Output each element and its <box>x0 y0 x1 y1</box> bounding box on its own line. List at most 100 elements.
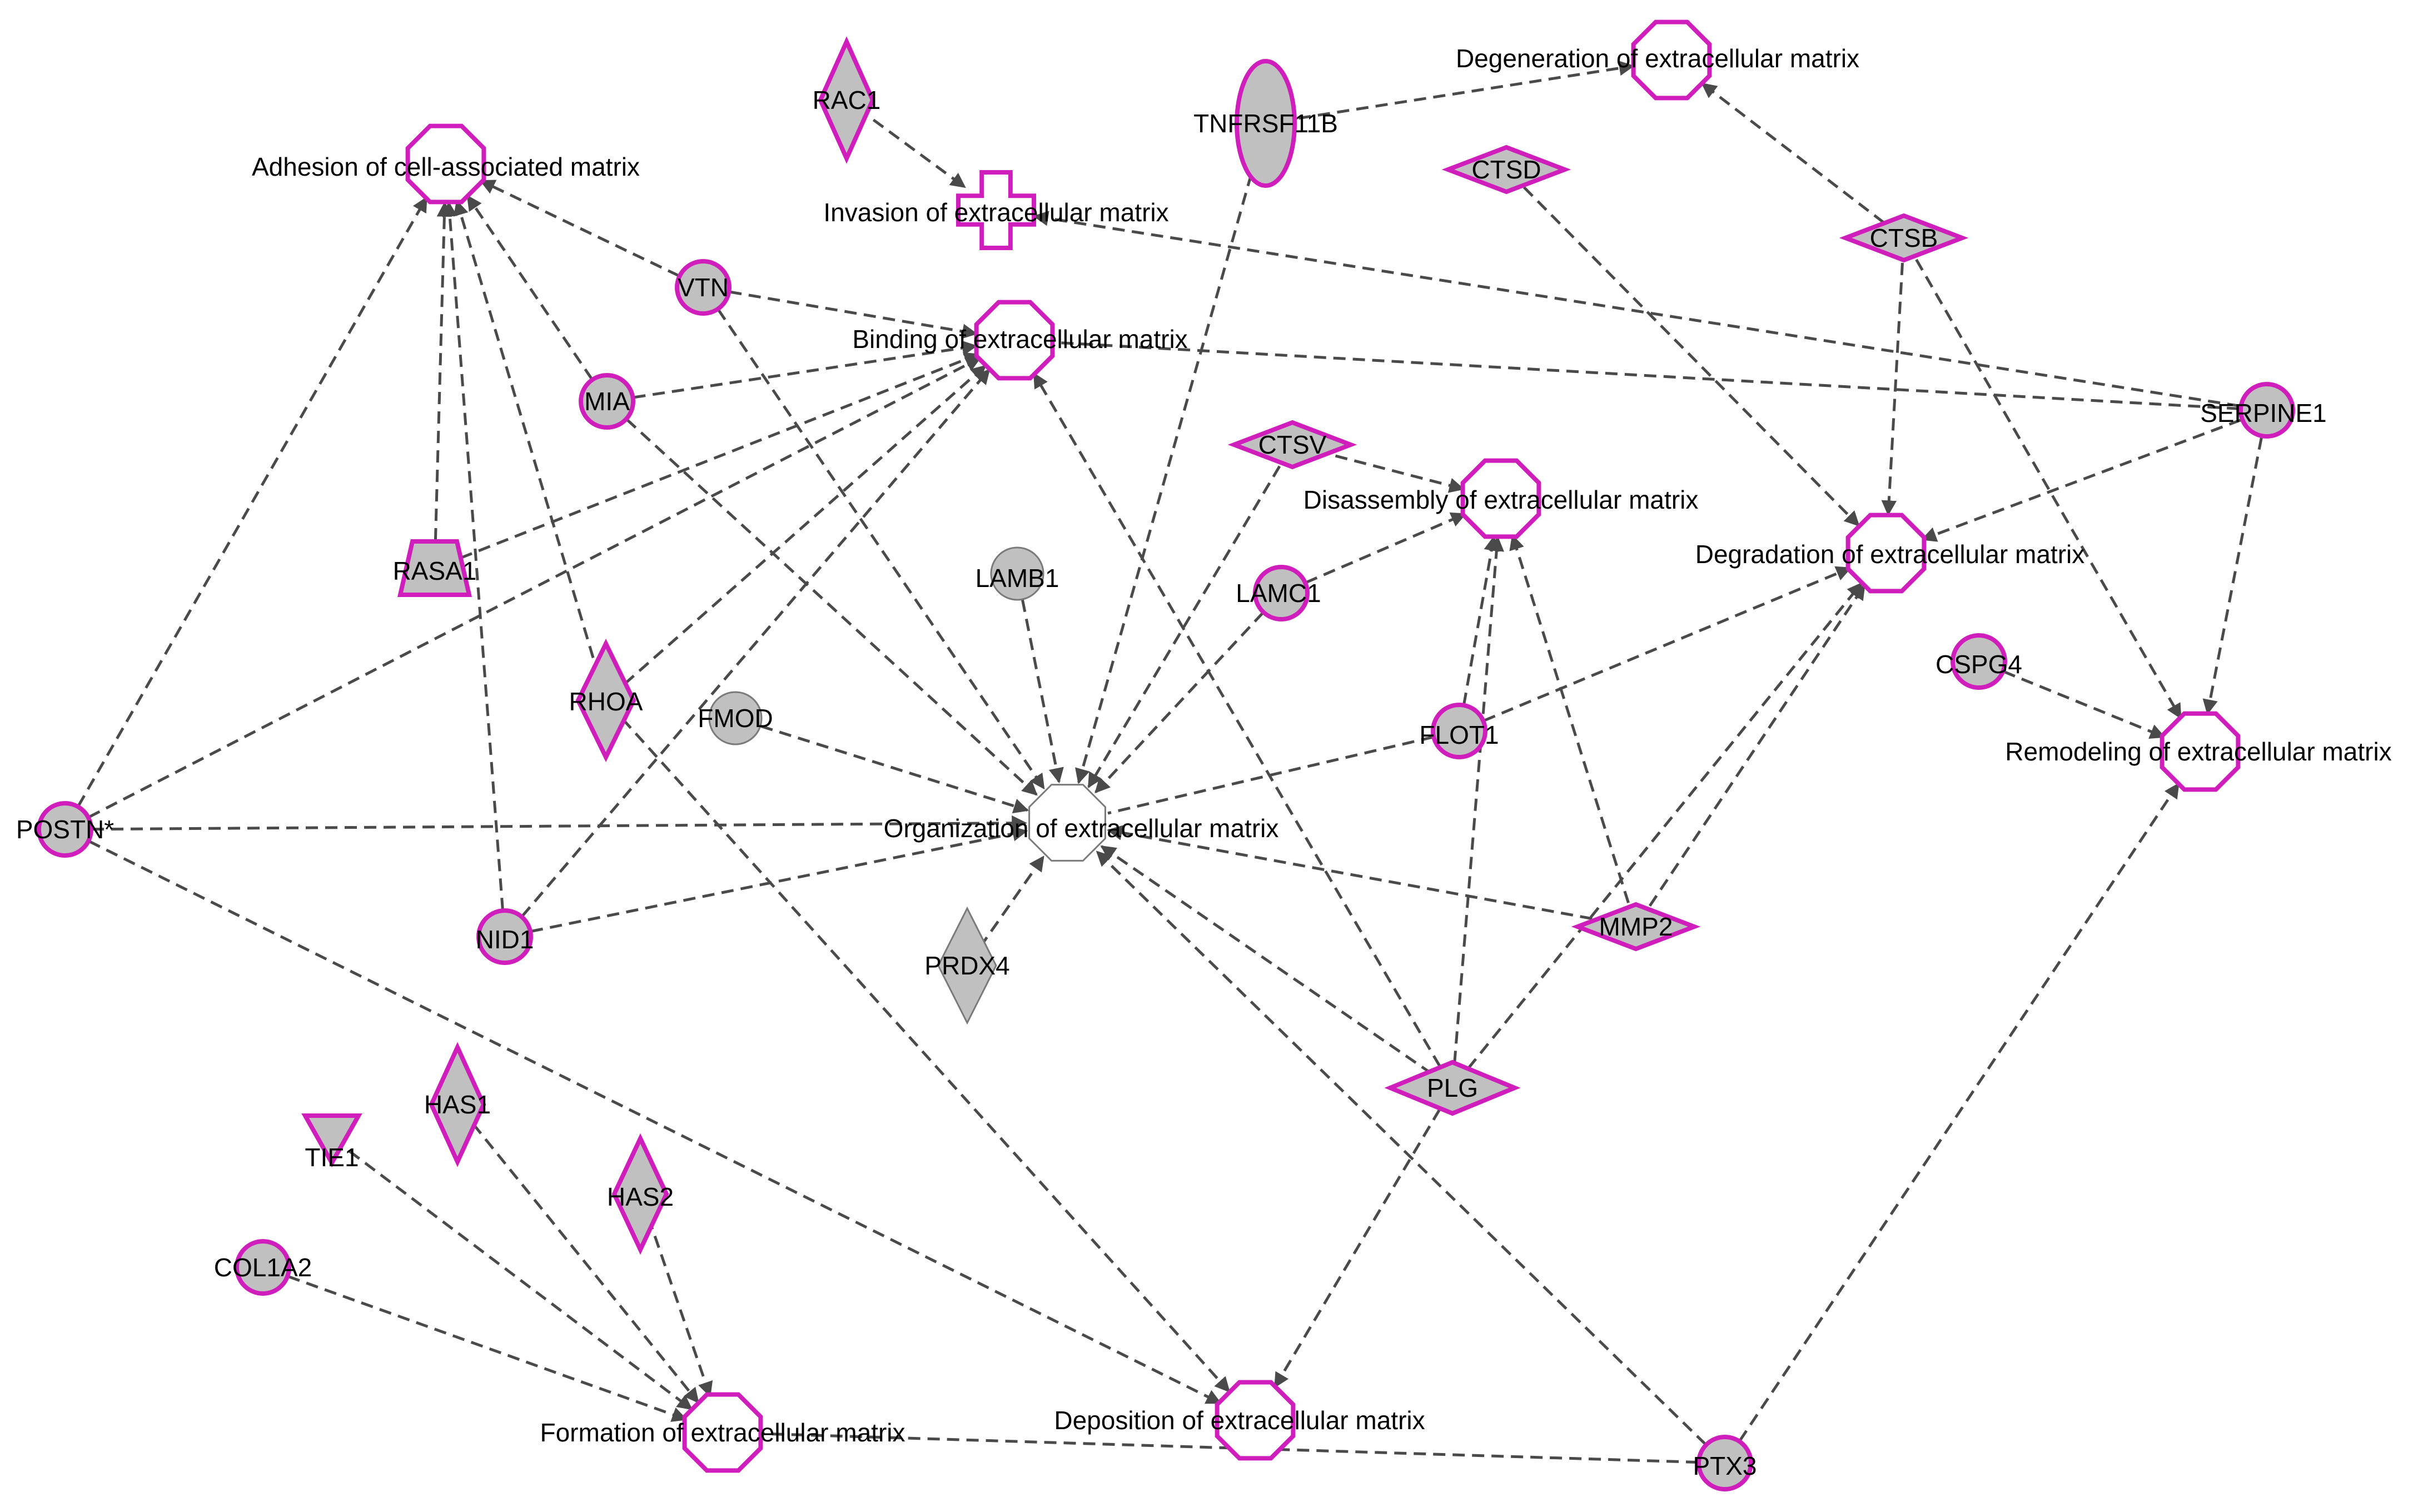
has1-label: HAS1 <box>424 1090 491 1119</box>
edge-rhoa-to-deposition <box>621 718 1230 1393</box>
edge-mia-to-adhesion <box>466 195 594 380</box>
binding-label: Binding of extracellular matrix <box>852 325 1187 354</box>
nid1-node-circle-icon[interactable] <box>476 908 533 965</box>
tnfrsf11b-node-ellipse-icon[interactable] <box>1235 59 1297 188</box>
ctsb-node-diamond-icon[interactable] <box>1839 213 1969 263</box>
remodeling-node-octagon-icon[interactable] <box>2160 711 2241 792</box>
edge-lamb1-to-organization <box>1021 599 1064 784</box>
edge-postn-to-organization <box>91 815 1027 831</box>
edge-mia-to-binding <box>633 340 978 399</box>
mmp2-label: MMP2 <box>1599 912 1673 941</box>
edge-vtn-to-adhesion <box>479 180 680 277</box>
edge-lamc1-to-organization <box>1094 611 1265 794</box>
vtn-label: VTN <box>678 273 729 302</box>
cspg4-label: CSPG4 <box>1936 650 2022 679</box>
has2-node-diamond-icon[interactable] <box>611 1133 669 1255</box>
ctsb-label: CTSB <box>1870 223 1938 252</box>
organization-label: Organization of extracellular matrix <box>884 814 1279 843</box>
ptx3-node-circle-icon[interactable] <box>1696 1435 1753 1491</box>
has2-label: HAS2 <box>607 1182 674 1211</box>
col1a2-node-circle-icon[interactable] <box>235 1239 291 1296</box>
edge-ctsb-to-degeneration <box>1701 82 1885 224</box>
serpine1-label: SERPINE1 <box>2200 399 2327 427</box>
edge-plg-to-degradation <box>1467 582 1863 1070</box>
edge-fmod-to-organization <box>760 725 1029 814</box>
degeneration-label: Degeneration of extracellular matrix <box>1456 44 1859 73</box>
rasa1-label: RASA1 <box>393 556 477 585</box>
postn-label: POSTN* <box>16 815 114 844</box>
edge-ctsd-to-degradation <box>1523 186 1860 527</box>
cspg4-node-circle-icon[interactable] <box>1951 633 2007 690</box>
lamb1-node-circle-icon[interactable] <box>990 546 1044 601</box>
edge-mmp2-to-disassembly <box>1509 534 1630 903</box>
deposition-node-octagon-icon[interactable] <box>1215 1380 1296 1461</box>
edge-vtn-to-binding <box>729 290 978 339</box>
tie1-node-triangle-icon[interactable] <box>301 1113 362 1168</box>
ctsd-node-diamond-icon[interactable] <box>1441 145 1571 195</box>
edge-serpine1-to-invasion <box>1033 211 2240 407</box>
edge-rasa1-to-binding <box>460 352 980 560</box>
edge-flot1-to-degradation <box>1483 566 1852 722</box>
adhesion-node-octagon-icon[interactable] <box>405 123 486 205</box>
prdx4-node-diamond-icon[interactable] <box>937 906 997 1025</box>
serpine1-node-circle-icon[interactable] <box>2238 382 2295 439</box>
degradation-node-octagon-icon[interactable] <box>1845 513 1927 594</box>
plg-node-diamond-icon[interactable] <box>1384 1060 1521 1116</box>
edge-ctsb-to-degradation <box>1881 262 1904 516</box>
edge-has2-to-formation <box>647 1217 713 1397</box>
organization-node-octagon-icon[interactable] <box>1028 784 1106 862</box>
formation-node-octagon-icon[interactable] <box>682 1392 763 1473</box>
edge-plg-to-deposition <box>1273 1108 1441 1389</box>
edge-serpine1-to-binding <box>1053 341 2240 410</box>
edge-plg-to-binding <box>1033 372 1441 1067</box>
rhoa-label: RHOA <box>569 687 643 716</box>
has1-node-diamond-icon[interactable] <box>429 1042 486 1167</box>
vtn-node-circle-icon[interactable] <box>675 259 732 316</box>
remodeling-label: Remodeling of extracellular matrix <box>2005 737 2391 766</box>
mia-node-circle-icon[interactable] <box>579 373 635 430</box>
disassembly-node-octagon-icon[interactable] <box>1460 458 1541 539</box>
edge-ctsv-to-disassembly <box>1316 449 1465 493</box>
edge-plg-to-disassembly <box>1453 536 1504 1063</box>
ctsv-node-diamond-icon[interactable] <box>1227 420 1357 470</box>
edge-serpine1-to-remodeling <box>2202 437 2263 715</box>
plg-label: PLG <box>1427 1073 1478 1102</box>
edge-nid1-to-organization <box>530 826 1028 933</box>
edge-lamc1-to-disassembly <box>1305 512 1467 584</box>
edge-tnfrsf11b-to-degeneration <box>1298 61 1635 120</box>
edge-postn-to-adhesion <box>77 196 428 807</box>
flot1-node-circle-icon[interactable] <box>1431 703 1487 759</box>
invasion-label: Invasion of extracellular matrix <box>823 198 1168 227</box>
degeneration-node-octagon-icon[interactable] <box>1631 19 1712 101</box>
rac1-node-diamond-icon[interactable] <box>818 36 875 164</box>
flot1-label: FLOT1 <box>1419 720 1499 749</box>
tnfrsf11b-label: TNFRSF11B <box>1193 109 1338 138</box>
edge-has1-to-formation <box>472 1123 699 1404</box>
edge-ptx3-to-organization <box>1096 850 1707 1446</box>
rasa1-node-trapezoid-icon[interactable] <box>397 539 472 597</box>
edge-plg-to-organization <box>1100 845 1433 1075</box>
edge-tie1-to-formation <box>349 1150 693 1410</box>
edge-postn-to-binding <box>88 356 982 819</box>
edges-layer <box>77 61 2263 1464</box>
invasion-node-cross-icon[interactable] <box>956 170 1036 250</box>
postn-node-circle-icon[interactable] <box>37 801 93 858</box>
binding-node-octagon-icon[interactable] <box>974 300 1055 381</box>
edge-postn-to-deposition <box>88 840 1222 1405</box>
ctsv-label: CTSV <box>1258 430 1327 459</box>
edge-mia-to-organization <box>625 418 1038 796</box>
labels-layer: Adhesion of cell-associated matrixDegene… <box>16 44 2392 1480</box>
lamc1-node-circle-icon[interactable] <box>1253 565 1310 621</box>
rhoa-node-diamond-icon[interactable] <box>575 638 636 763</box>
edge-ptx3-to-remodeling <box>1738 782 2180 1442</box>
fmod-node-circle-icon[interactable] <box>708 691 763 745</box>
mmp2-node-diamond-icon[interactable] <box>1571 902 1701 952</box>
edge-prdx4-to-organization <box>978 856 1045 948</box>
lamb1-label: LAMB1 <box>976 564 1059 593</box>
formation-label: Formation of extracellular matrix <box>540 1418 905 1447</box>
edge-tnfrsf11b-to-organization <box>1075 155 1258 784</box>
edge-col1a2-to-formation <box>287 1275 688 1422</box>
deposition-label: Deposition of extracellular matrix <box>1054 1406 1425 1435</box>
